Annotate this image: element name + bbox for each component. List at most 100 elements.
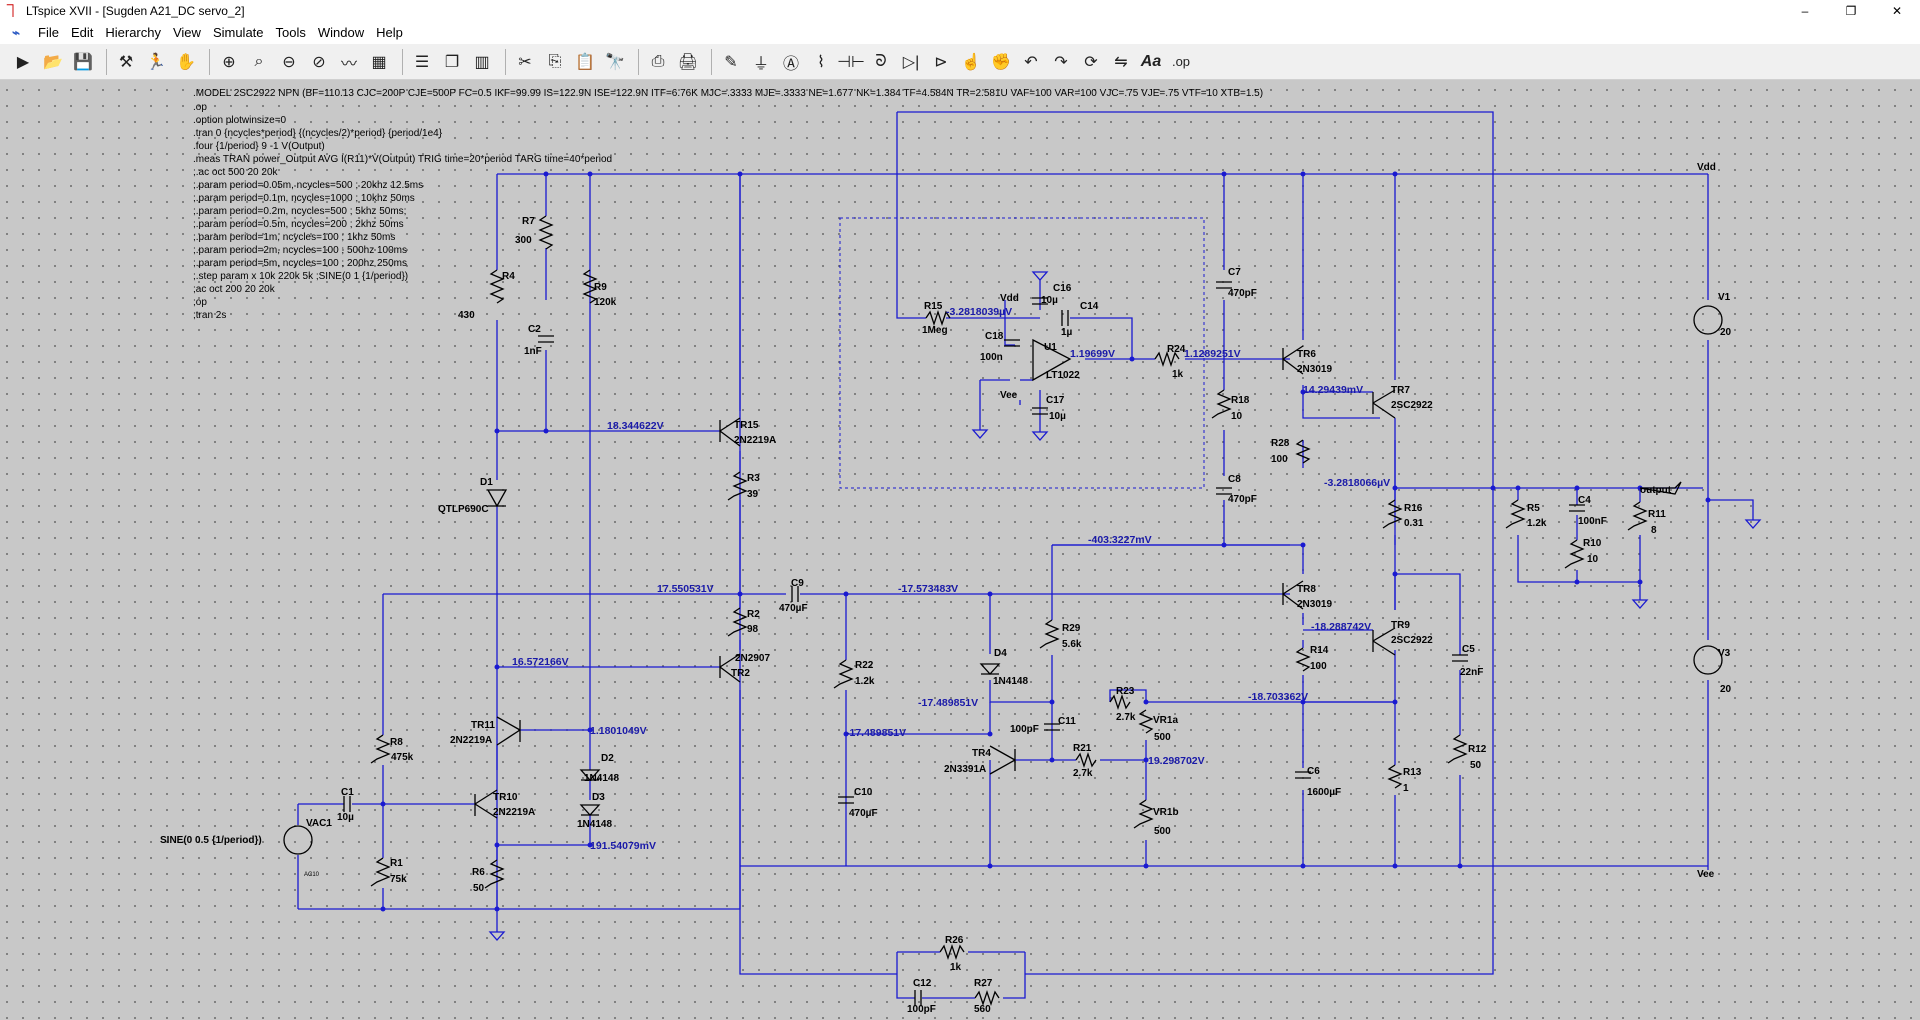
open-icon[interactable]: 📂 [43,53,63,71]
label-r12-name[interactable]: R12 [1468,744,1487,755]
voltage-label[interactable]: -403.3227mV [1088,534,1152,546]
label-r5-name[interactable]: R5 [1527,503,1540,514]
label-r22-name[interactable]: R22 [855,660,874,671]
directive[interactable]: ;.step param x 10k 220k 5k ;SINE(0 1 {1/… [193,271,408,282]
voltage-label[interactable]: 17.550531V [657,583,714,595]
label-r5-value[interactable]: 1.2k [1527,518,1547,529]
schematic-canvas[interactable]: .MODEL 2SC2922 NPN (BF=110.13 CJC=200P C… [0,80,1920,1020]
zoom-full-icon[interactable]: ⌕ [254,52,264,70]
net-output-label[interactable]: output [1640,485,1672,496]
mdi-document-icon[interactable]: ⌁ [12,25,20,40]
label-r12-value[interactable]: 50 [1470,760,1482,771]
label-tr2-value[interactable]: 2N2907 [735,653,770,664]
spice-directive-icon[interactable]: .op [1171,54,1191,69]
label-r11-value[interactable]: 8 [1651,525,1657,536]
label-u1-value[interactable]: LT1022 [1046,370,1080,381]
voltage-label[interactable]: 16.572166V [512,656,569,668]
voltage-label[interactable]: -17.489851V [918,697,978,709]
label-tr8-name[interactable]: TR8 [1297,584,1316,595]
label-c2-name[interactable]: C2 [528,324,541,335]
label-r9-name[interactable]: R9 [594,282,607,293]
restore-button[interactable]: ❐ [1845,4,1857,18]
label-c12-name[interactable]: C12 [913,978,932,989]
label-c16-name[interactable]: C16 [1053,283,1072,294]
menu-window[interactable]: Window [317,25,365,40]
tile-horizontal-icon[interactable]: ☰ [414,53,430,71]
directive[interactable]: ;ac oct 200 20 20k [193,284,276,295]
label-r23-value[interactable]: 2.7k [1116,712,1136,723]
label-c10-value[interactable]: 470µF [849,808,878,819]
zoom-in-icon[interactable]: ⊕ [222,53,236,71]
directive[interactable]: ;tran 2s [193,310,226,321]
label-r28-value[interactable]: 100 [1271,454,1288,465]
label-r21-value[interactable]: 2.7k [1073,768,1093,779]
component-labels[interactable]: R7 300 R4 430 R9 120k C2 1nF D1 QTLP690C… [160,216,1732,1015]
label-tr10-value[interactable]: 2N2219A [493,807,535,818]
label-c11-name[interactable]: C11 [1058,716,1076,727]
draw-wire-icon[interactable]: ✎ [724,53,738,71]
directive[interactable]: ;.param period=0.2m, ncycles=500 ; 5khz … [193,206,406,217]
label-r2-value[interactable]: 98 [747,624,759,635]
label-r14-value[interactable]: 100 [1310,661,1327,672]
mirror-icon[interactable]: ⇋ [1114,53,1128,71]
voltage-label[interactable]: 18.344622V [607,420,664,432]
directive-model[interactable]: .MODEL 2SC2922 NPN (BF=110.13 CJC=200P C… [193,88,1263,99]
menu-edit[interactable]: Edit [70,25,94,40]
control-panel-icon[interactable]: ⚒ [118,53,134,71]
voltage-annotations[interactable]: 18.344622V 17.550531V -17.573483V 16.572… [512,306,1390,852]
label-r8-value[interactable]: 475k [391,752,414,763]
label-r28-name[interactable]: R28 [1271,438,1290,449]
label-c18-value[interactable]: 100n [980,352,1003,363]
menu-hierarchy[interactable]: Hierarchy [105,25,161,40]
label-tr11-name[interactable]: TR11 [471,720,495,731]
run-icon[interactable]: ▶ [16,53,30,71]
label-r18-name[interactable]: R18 [1231,395,1250,406]
label-r9-value[interactable]: 120k [594,297,617,308]
label-c10-name[interactable]: C10 [854,787,873,798]
spice-directives[interactable]: .MODEL 2SC2922 NPN (BF=110.13 CJC=200P C… [193,88,1263,321]
menu-help[interactable]: Help [376,25,403,40]
label-c14-name[interactable]: C14 [1080,301,1099,312]
cut-icon[interactable]: ✂ [518,53,532,71]
label-c4-name[interactable]: C4 [1578,495,1591,506]
tile-vertical-icon[interactable]: ▥ [474,53,490,71]
drag-icon[interactable]: ✊ [991,53,1011,71]
redo-icon[interactable]: ↷ [1054,53,1068,71]
label-r16-name[interactable]: R16 [1404,503,1423,514]
find-icon[interactable]: 🔭 [605,53,625,71]
label-u1-name[interactable]: U1 [1044,342,1057,353]
label-c6-value[interactable]: 1600µF [1307,787,1341,798]
voltage-label[interactable]: 1.19699V [1070,348,1115,360]
label-tr11-value[interactable]: 2N2219A [450,735,492,746]
directive[interactable]: ;.param period=0.5m, ncycles=200 ; 2khz … [193,219,404,230]
label-r29-name[interactable]: R29 [1062,623,1081,634]
directive[interactable]: ;.param period=5m, ncycles=100 ; 200hz 2… [193,258,407,269]
label-d3-value[interactable]: 1N4148 [577,819,612,830]
directive[interactable]: ;.param period=0.1m, ncycles=1000 ; 10kh… [193,193,415,204]
label-r4-value[interactable]: 430 [458,310,475,321]
voltage-label[interactable]: 1.1289251V [1184,348,1241,360]
label-c11-value[interactable]: 100pF [1010,724,1039,735]
label-r23-name[interactable]: R23 [1116,686,1135,697]
label-r26-name[interactable]: R26 [945,935,964,946]
directive[interactable]: .four {1/period} 9 -1 V(Output) [193,141,325,152]
directive[interactable]: .option plotwinsize=0 [193,115,287,126]
minimize-button[interactable]: – [1801,4,1809,18]
label-d3-name[interactable]: D3 [592,792,605,803]
voltage-label[interactable]: 1.1801049V [590,725,647,737]
directive[interactable]: .tran 0 {ncycles*period} {(ncycles/2)*pe… [193,128,443,139]
label-d4-value[interactable]: 1N4148 [993,676,1028,687]
component-icon[interactable]: ⊳ [934,53,948,71]
inductor-icon[interactable]: ᘐ [875,52,887,70]
label-tr7-name[interactable]: TR7 [1391,385,1410,396]
menu-file[interactable]: File [38,25,59,40]
directive[interactable]: ;.ac oct 500 20 20k [193,167,279,178]
capacitor-icon[interactable]: ⊣⊢ [837,53,865,71]
label-r8-name[interactable]: R8 [390,737,403,748]
cascade-icon[interactable]: ❐ [444,53,460,71]
label-tr6-name[interactable]: TR6 [1297,349,1316,360]
label-r1-name[interactable]: R1 [390,858,403,869]
voltage-label[interactable]: 14.29439mV [1303,384,1363,396]
label-r13-name[interactable]: R13 [1403,767,1422,778]
label-c18-name[interactable]: C18 [985,331,1004,342]
